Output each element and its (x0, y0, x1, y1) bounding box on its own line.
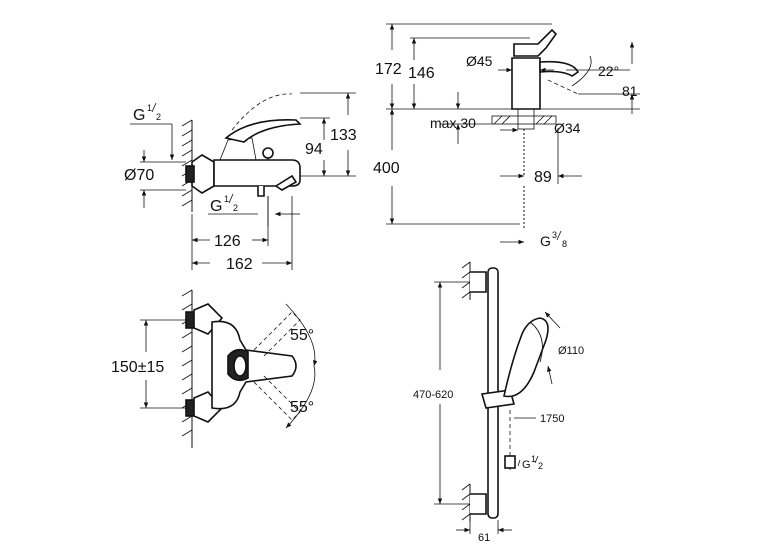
dim-150-label: 150±15 (111, 359, 164, 376)
dim-400-label: 400 (373, 160, 400, 177)
dim-126-label: 126 (214, 233, 241, 250)
g12-bottom-label: G (210, 198, 222, 215)
max30-label: max.30 (430, 115, 476, 131)
angle-22-label: 22° (598, 63, 619, 79)
basin-mixer-side-view: 172 146 Ø45 22° 81 max.30 Ø34 400 89 (373, 23, 640, 249)
dim-1750-label: 1750 (540, 413, 564, 425)
dim-146-label: 146 (408, 65, 435, 82)
angle-55-top-label: 55° (290, 327, 314, 344)
shower-rail-set: 470-620 Ø110 1750 G 1 2 61 (413, 261, 584, 544)
svg-text:8: 8 (562, 239, 567, 249)
diameter-110-label: Ø110 (558, 345, 584, 357)
diameter-70-label: Ø70 (124, 167, 154, 184)
svg-text:1: 1 (531, 454, 536, 464)
svg-text:2: 2 (538, 461, 543, 471)
dim-172-label: 172 (375, 61, 402, 78)
g12-rail-label: G (522, 459, 531, 471)
svg-text:1: 1 (147, 103, 152, 113)
dim-470-620-label: 470-620 (413, 389, 453, 401)
dim-81-label: 81 (622, 83, 638, 99)
g38-label: G (540, 233, 551, 249)
bath-mixer-front-view: 55° 55° 150±15 (111, 289, 318, 448)
svg-text:1: 1 (224, 194, 229, 204)
diameter-45-label: Ø45 (466, 53, 493, 69)
angle-55-bottom-label: 55° (290, 399, 314, 416)
svg-text:2: 2 (156, 112, 161, 122)
dim-61-label: 61 (478, 532, 490, 544)
svg-text:2: 2 (233, 203, 238, 213)
bath-mixer-side-view: G 1 2 Ø70 G 1 2 94 133 12 (124, 92, 357, 273)
dim-162-label: 162 (226, 256, 253, 273)
diameter-34-label: Ø34 (554, 120, 581, 136)
g12-top-label: G (133, 107, 145, 124)
dim-133-label: 133 (330, 127, 357, 144)
dim-94-label: 94 (305, 141, 323, 158)
dim-89-label: 89 (534, 169, 552, 186)
svg-text:3: 3 (552, 230, 557, 240)
